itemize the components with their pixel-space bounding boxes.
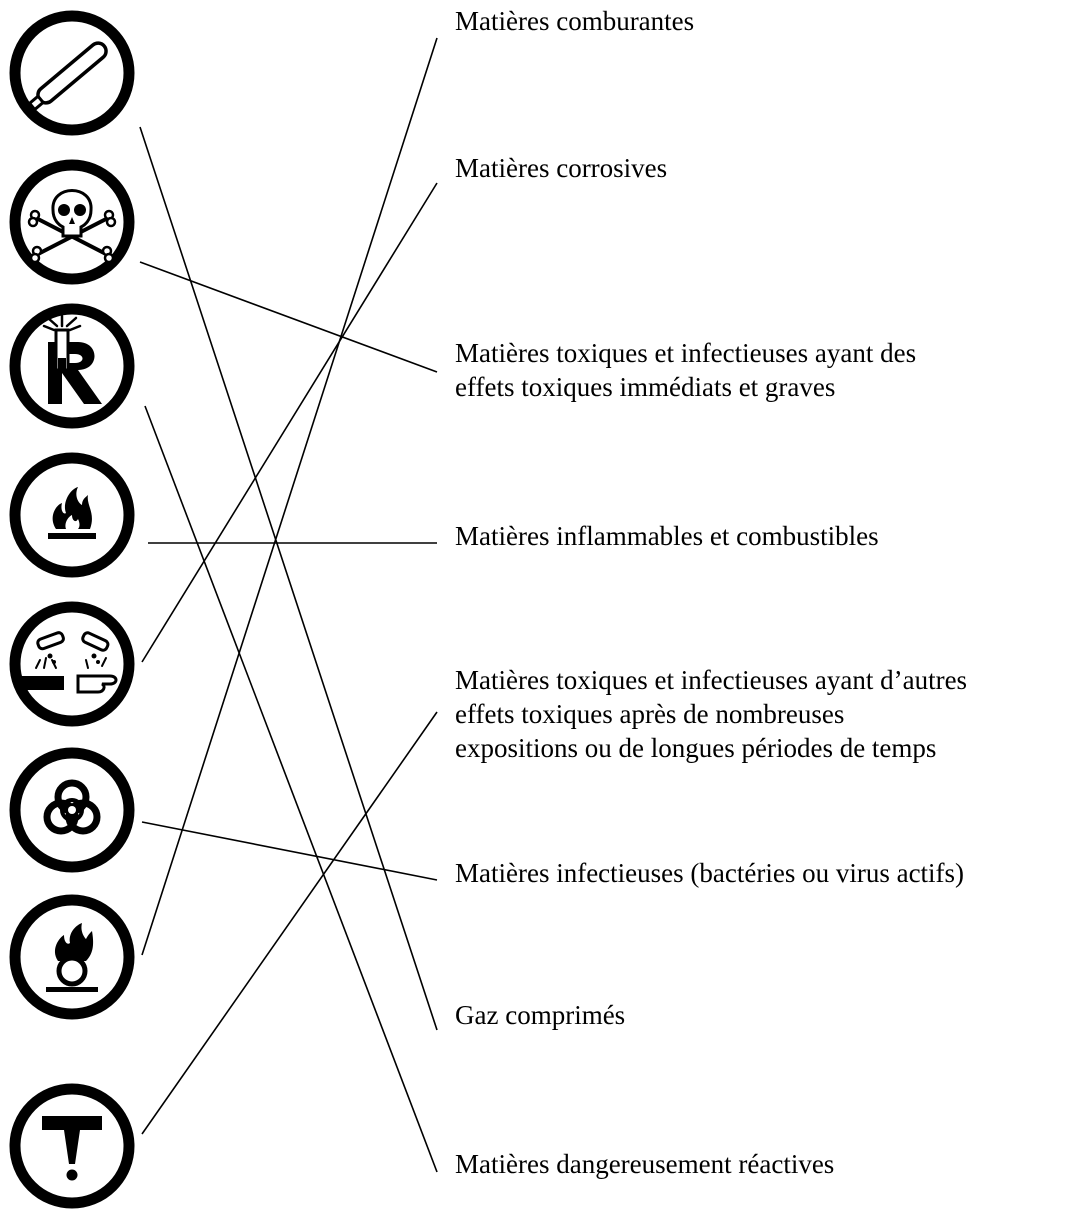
skull-crossbones-icon <box>9 159 135 285</box>
label-toxiques-autres-effets: Matières toxiques et infectieuses ayant … <box>455 665 968 763</box>
connector-line-6 <box>141 37 438 956</box>
reactive-icon <box>9 303 135 429</box>
flame-icon <box>9 452 135 578</box>
t-exclamation-icon <box>9 1083 135 1209</box>
connector-line-1 <box>139 261 438 373</box>
label-matieres-comburantes: Matières comburantes <box>455 6 695 36</box>
connector-line-7 <box>141 711 438 1135</box>
label-toxiques-effets-immediats: Matières toxiques et infectieuses ayant … <box>455 338 917 402</box>
flame-over-circle-icon <box>9 894 135 1020</box>
connector-line-2 <box>144 405 438 1173</box>
connector-lines <box>139 37 438 1173</box>
label-dangereusement-reactives: Matières dangereusement réactives <box>455 1149 835 1179</box>
corrosive-icon <box>9 601 135 727</box>
label-gaz-comprimes: Gaz comprimés <box>455 1000 626 1030</box>
biohazard-icon <box>9 747 135 873</box>
compressed-gas-icon <box>9 10 135 136</box>
label-matieres-corrosives: Matières corrosives <box>455 153 668 183</box>
label-matieres-infectieuses: Matières infectieuses (bactéries ou viru… <box>455 858 965 888</box>
label-inflammables-combustibles: Matières inflammables et combustibles <box>455 521 879 551</box>
connector-line-0 <box>139 126 438 1031</box>
connector-line-4 <box>141 182 438 663</box>
connector-line-5 <box>141 821 438 881</box>
